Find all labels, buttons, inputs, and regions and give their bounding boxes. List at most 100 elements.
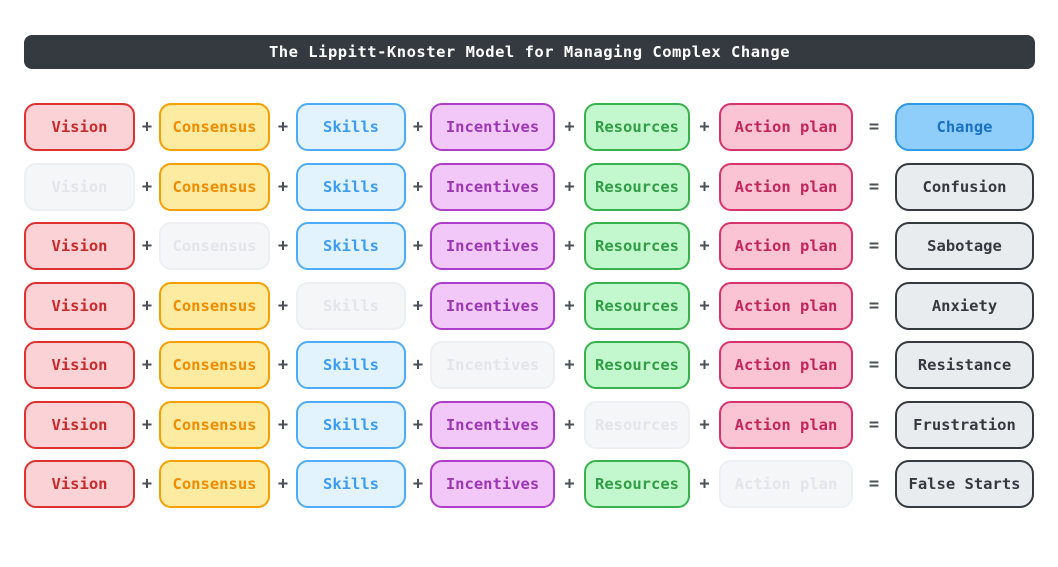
equals-operator: =	[868, 236, 880, 256]
element-box-resources: Resources	[584, 460, 690, 508]
plus-operator: +	[141, 117, 153, 137]
equals-operator: =	[868, 355, 880, 375]
equals-operator: =	[868, 176, 880, 197]
element-box-vision: Vision	[24, 103, 135, 151]
model-rows: Vision + Consensus + Skills + Incentives + Resou…	[24, 103, 1034, 520]
plus-operator: +	[277, 355, 289, 375]
element-box-incentives-missing: Incentives	[430, 341, 555, 389]
element-box-action-plan: Action plan	[719, 222, 853, 270]
plus-operator: +	[277, 117, 289, 137]
plus-operator: +	[699, 355, 710, 375]
element-box-consensus: Consensus	[159, 281, 270, 330]
plus-operator: +	[277, 295, 289, 316]
plus-operator: +	[412, 117, 424, 137]
plus-operator: +	[277, 474, 289, 494]
result-box-sabotage: Sabotage	[895, 222, 1034, 270]
plus-operator: +	[277, 414, 289, 435]
element-box-action-plan: Action plan	[719, 103, 853, 151]
plus-operator: +	[564, 117, 575, 137]
element-box-skills: Skills	[296, 222, 406, 270]
plus-operator: +	[699, 176, 710, 197]
plus-operator: +	[141, 355, 153, 375]
element-box-incentives: Incentives	[430, 281, 555, 330]
plus-operator: +	[564, 474, 575, 494]
plus-operator: +	[141, 414, 153, 435]
model-row-frustration: Vision + Consensus + Skills + Incentives + Resou…	[24, 400, 1034, 449]
element-box-vision-missing: Vision	[24, 162, 135, 211]
plus-operator: +	[412, 474, 424, 494]
plus-operator: +	[412, 355, 424, 375]
result-box-change: Change	[895, 103, 1034, 151]
plus-operator: +	[141, 176, 153, 197]
element-box-incentives: Incentives	[430, 400, 555, 449]
element-box-skills: Skills	[296, 162, 406, 211]
element-box-action-plan-missing: Action plan	[719, 460, 853, 508]
plus-operator: +	[412, 414, 424, 435]
model-row-false-starts: Vision + Consensus + Skills + Incentives + Resou…	[24, 460, 1034, 508]
plus-operator: +	[277, 176, 289, 197]
plus-operator: +	[412, 236, 424, 256]
result-box-frustration: Frustration	[895, 400, 1034, 449]
element-box-vision: Vision	[24, 341, 135, 389]
element-box-resources: Resources	[584, 222, 690, 270]
element-box-consensus: Consensus	[159, 400, 270, 449]
plus-operator: +	[699, 236, 710, 256]
result-box-anxiety: Anxiety	[895, 281, 1034, 330]
element-box-action-plan: Action plan	[719, 162, 853, 211]
element-box-vision: Vision	[24, 460, 135, 508]
element-box-action-plan: Action plan	[719, 281, 853, 330]
element-box-resources: Resources	[584, 341, 690, 389]
result-box-resistance: Resistance	[895, 341, 1034, 389]
plus-operator: +	[699, 117, 710, 137]
element-box-incentives: Incentives	[430, 162, 555, 211]
model-row-confusion: Vision + Consensus + Skills + Incentives + Resou…	[24, 162, 1034, 211]
equals-operator: =	[868, 414, 880, 435]
plus-operator: +	[141, 236, 153, 256]
plus-operator: +	[564, 295, 575, 316]
element-box-resources: Resources	[584, 162, 690, 211]
equals-operator: =	[868, 117, 880, 137]
plus-operator: +	[564, 236, 575, 256]
element-box-incentives: Incentives	[430, 103, 555, 151]
plus-operator: +	[699, 414, 710, 435]
element-box-skills: Skills	[296, 460, 406, 508]
element-box-vision: Vision	[24, 400, 135, 449]
element-box-resources: Resources	[584, 281, 690, 330]
model-row-change: Vision + Consensus + Skills + Incentives + Resou…	[24, 103, 1034, 151]
element-box-consensus: Consensus	[159, 460, 270, 508]
element-box-consensus: Consensus	[159, 341, 270, 389]
element-box-action-plan: Action plan	[719, 400, 853, 449]
equals-operator: =	[868, 474, 880, 494]
element-box-resources: Resources	[584, 103, 690, 151]
plus-operator: +	[412, 176, 424, 197]
equals-operator: =	[868, 295, 880, 316]
element-box-incentives: Incentives	[430, 460, 555, 508]
element-box-consensus-missing: Consensus	[159, 222, 270, 270]
plus-operator: +	[699, 295, 710, 316]
plus-operator: +	[141, 295, 153, 316]
element-box-vision: Vision	[24, 222, 135, 270]
element-box-resources-missing: Resources	[584, 400, 690, 449]
element-box-vision: Vision	[24, 281, 135, 330]
element-box-skills: Skills	[296, 341, 406, 389]
plus-operator: +	[277, 236, 289, 256]
plus-operator: +	[412, 295, 424, 316]
element-box-incentives: Incentives	[430, 222, 555, 270]
model-row-resistance: Vision + Consensus + Skills + Incentives + Resou…	[24, 341, 1034, 389]
plus-operator: +	[141, 474, 153, 494]
element-box-consensus: Consensus	[159, 103, 270, 151]
result-box-confusion: Confusion	[895, 162, 1034, 211]
element-box-skills: Skills	[296, 400, 406, 449]
element-box-skills: Skills	[296, 103, 406, 151]
plus-operator: +	[564, 355, 575, 375]
plus-operator: +	[564, 176, 575, 197]
element-box-consensus: Consensus	[159, 162, 270, 211]
plus-operator: +	[699, 474, 710, 494]
model-row-anxiety: Vision+Consensus+Skills+Incentives+Resou…	[24, 281, 1034, 330]
plus-operator: +	[564, 414, 575, 435]
diagram-title: The Lippitt-Knoster Model for Managing C…	[24, 35, 1035, 69]
element-box-action-plan: Action plan	[719, 341, 853, 389]
result-box-false-starts: False Starts	[895, 460, 1034, 508]
model-row-sabotage: Vision + Consensus + Skills + Incentives + Resou…	[24, 222, 1034, 270]
